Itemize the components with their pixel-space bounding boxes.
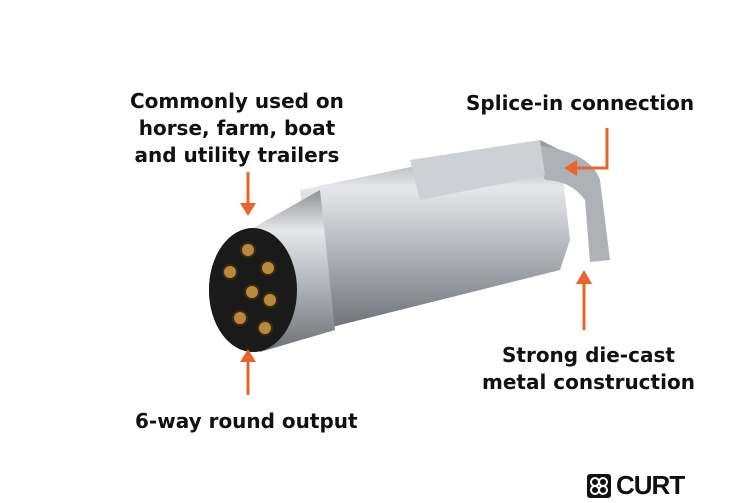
plug-body — [209, 140, 610, 352]
arrow-splice — [575, 128, 609, 170]
pin-sockets — [222, 242, 278, 336]
callout-diecast-line: metal construction — [482, 370, 695, 394]
curt-emblem-icon — [587, 473, 611, 498]
callout-diecast: Strong die-cast metal construction — [482, 342, 695, 396]
arrows — [240, 128, 609, 395]
callout-usage-line: and utility trailers — [134, 143, 340, 167]
callout-usage: Commonly used on horse, farm, boat and u… — [130, 88, 344, 169]
callout-usage-line: horse, farm, boat — [138, 116, 336, 140]
callout-splice: Splice-in connection — [466, 91, 695, 115]
callout-output: 6-way round output — [135, 409, 358, 433]
callout-diecast-line: Strong die-cast — [501, 343, 675, 367]
callout-usage-line: Commonly used on — [130, 89, 344, 113]
brand-logo: CURT — [586, 470, 685, 501]
brand-name: CURT — [616, 470, 685, 500]
